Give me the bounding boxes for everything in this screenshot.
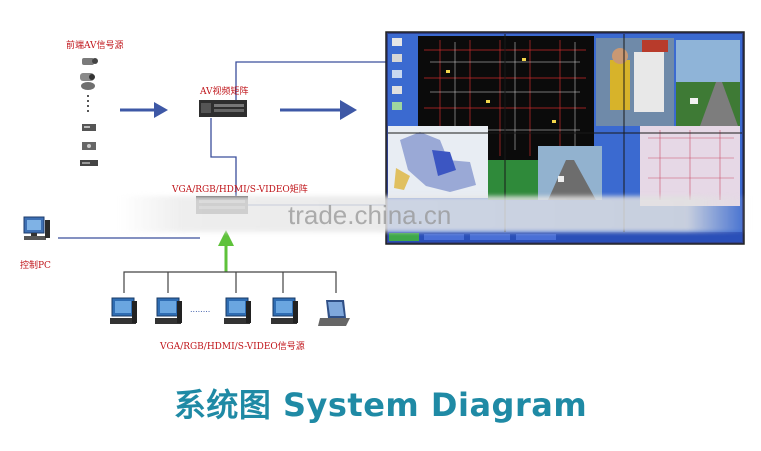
label-av-video-matrix: AV视频矩阵 bbox=[200, 87, 249, 97]
dome-camera-icon bbox=[81, 82, 95, 90]
line-av-to-vga-matrix bbox=[210, 118, 237, 196]
label-front-av-sources: 前端AV信号源 bbox=[66, 41, 124, 51]
front-source-devices bbox=[80, 58, 98, 166]
green-arrow-sources-to-vga-matrix bbox=[218, 230, 234, 272]
vertical-dots bbox=[87, 95, 89, 112]
laptop-icon bbox=[318, 300, 350, 326]
line-av-matrix-to-wall bbox=[235, 61, 386, 100]
control-pc-icon bbox=[23, 216, 50, 240]
source-computer-icon bbox=[224, 297, 251, 324]
watermark-text: trade.china.cn bbox=[288, 200, 452, 230]
dvr-icon bbox=[82, 124, 96, 131]
player-icon bbox=[82, 142, 96, 150]
watermark-blur-band bbox=[120, 196, 750, 232]
source-computer-icon bbox=[110, 297, 137, 324]
av-matrix-device bbox=[199, 100, 247, 117]
source-computer-icon bbox=[271, 297, 298, 324]
source-computer-icon bbox=[155, 297, 182, 324]
label-dots: ........ bbox=[190, 305, 211, 314]
diagram-title: 系统图 System Diagram bbox=[173, 386, 588, 424]
label-vga-sources: VGA/RGB/HDMI/S-VIDEO信号源 bbox=[160, 342, 305, 352]
label-control-pc: 控制PC bbox=[20, 261, 51, 271]
source-bracket-line bbox=[123, 271, 337, 293]
arrow-sources-to-av-matrix bbox=[120, 102, 168, 118]
camera-icon bbox=[80, 73, 95, 81]
recorder-icon bbox=[80, 160, 98, 166]
label-vga-matrix: VGA/RGB/HDMI/S-VIDEO矩阵 bbox=[172, 185, 308, 195]
camera-icon bbox=[82, 58, 98, 65]
arrow-av-matrix-to-wall bbox=[280, 100, 357, 120]
